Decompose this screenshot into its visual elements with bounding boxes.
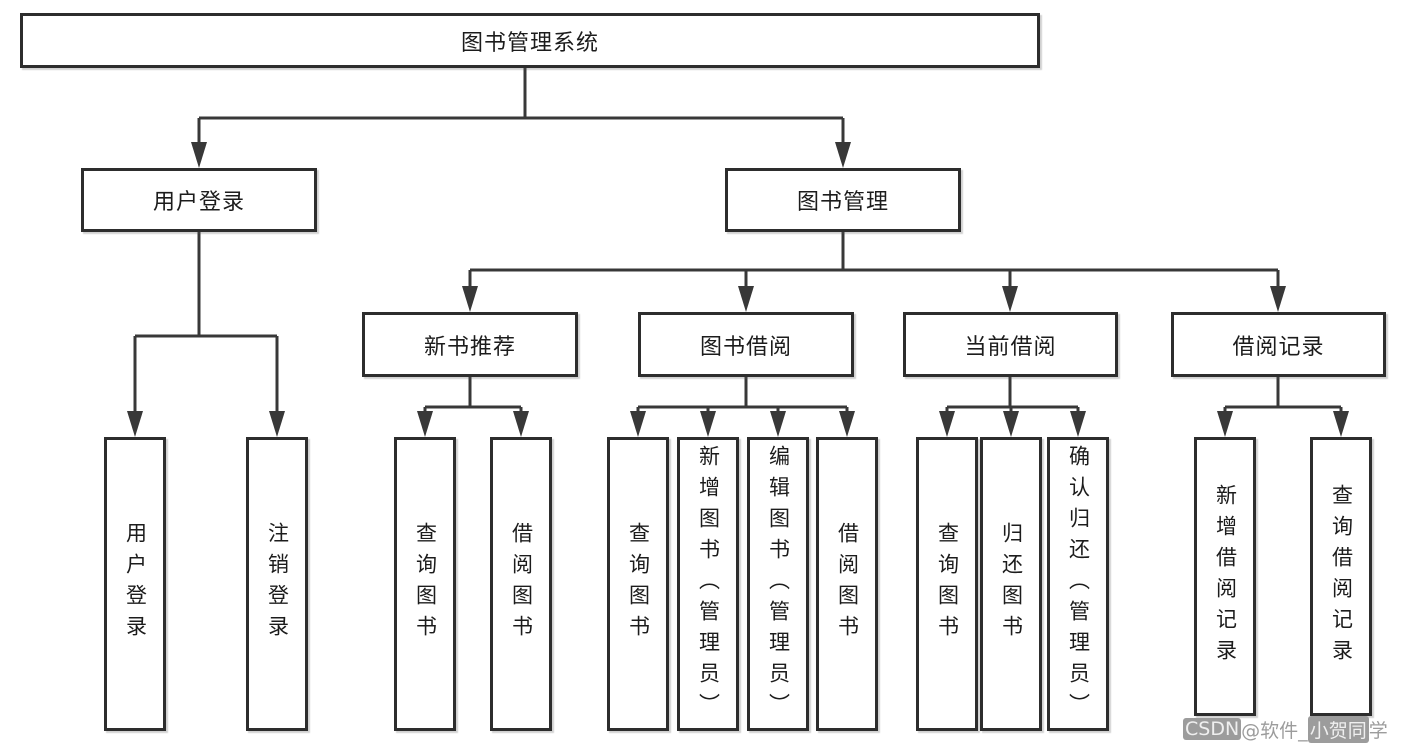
leaf-borrowing-edit-book-admin: 编辑图书（管理员） [747, 437, 809, 731]
node-borrowing-records: 借阅记录 [1171, 312, 1386, 377]
watermark-segment: CSDN [1183, 718, 1242, 740]
leaf-recommend-query-book: 查询图书 [394, 437, 456, 731]
node-book-borrowing: 图书借阅 [638, 312, 854, 377]
leaf-records-query-borrow-record: 查询借阅记录 [1310, 437, 1372, 716]
leaf-records-add-borrow-record: 新增借阅记录 [1194, 437, 1256, 716]
watermark-segment: 学 [1368, 719, 1388, 742]
leaf-borrowing-borrow-book: 借阅图书 [816, 437, 878, 731]
leaf-user-login: 用户登录 [104, 437, 166, 731]
leaf-logout: 注销登录 [246, 437, 308, 731]
node-book-management: 图书管理 [725, 168, 961, 232]
leaf-borrowing-add-book-admin: 新增图书（管理员） [677, 437, 739, 731]
leaf-current-query-book: 查询图书 [916, 437, 978, 731]
leaf-recommend-borrow-book: 借阅图书 [490, 437, 552, 731]
node-user-login: 用户登录 [81, 168, 317, 232]
leaf-borrowing-query-book: 查询图书 [607, 437, 669, 731]
watermark-segment: 小贺同 [1307, 715, 1369, 743]
leaf-current-confirm-return-admin: 确认归还（管理员） [1047, 437, 1109, 731]
node-root-library-management-system: 图书管理系统 [20, 13, 1040, 68]
watermark-segment: @软件_ [1241, 719, 1308, 742]
node-current-borrowing: 当前借阅 [903, 312, 1118, 377]
node-new-book-recommend: 新书推荐 [362, 312, 578, 377]
csdn-watermark: CSDN @软件_小贺同学 [1183, 715, 1403, 743]
leaf-current-return-book: 归还图书 [980, 437, 1042, 731]
